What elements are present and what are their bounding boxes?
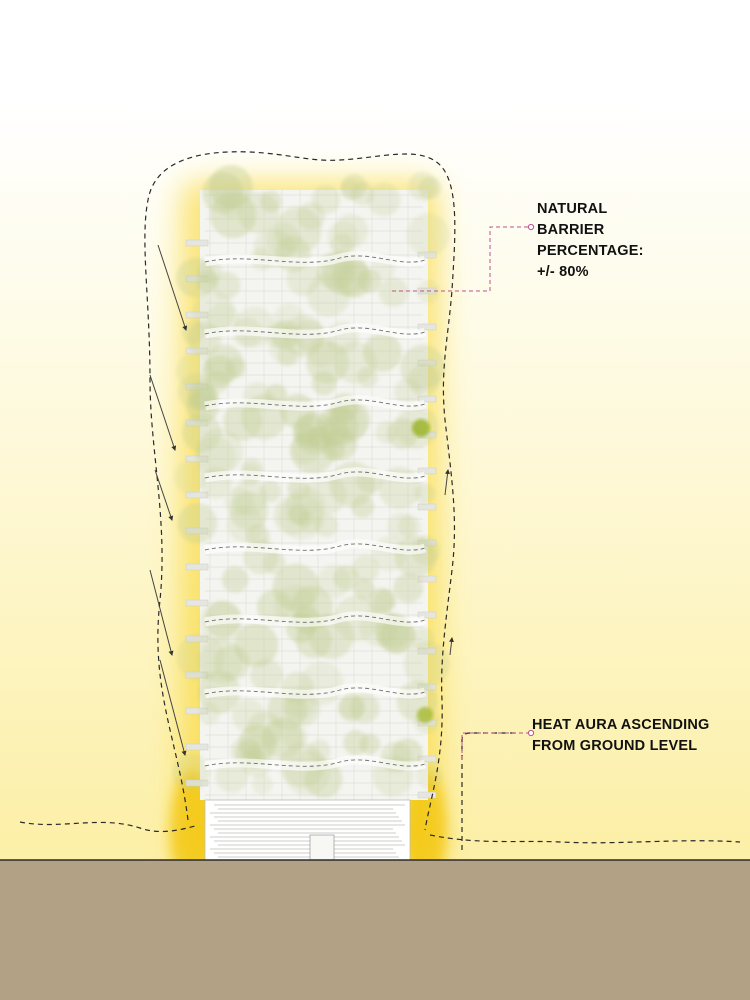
heat-aura-label: HEAT AURA ASCENDING FROM GROUND LEVEL	[532, 715, 710, 757]
airflow-arrow	[444, 469, 451, 496]
airflow-arrow	[154, 469, 174, 521]
airflow-arrow	[449, 637, 455, 656]
airflow-arrow	[149, 569, 174, 656]
leader-dot-barrier	[527, 223, 535, 231]
building-elevation-illustration	[172, 165, 450, 861]
airflow-arrow	[159, 659, 187, 756]
barrier-line-2: BARRIER	[537, 222, 605, 238]
barrier-percentage-label: NATURAL BARRIER PERCENTAGE: +/- 80%	[537, 199, 644, 283]
leader-line-heat	[461, 732, 530, 760]
leader-lines	[392, 226, 530, 760]
leader-dot-heat	[527, 729, 535, 737]
airflow-ground-left	[19, 821, 196, 833]
airflow-arrow	[149, 374, 177, 451]
airflow-envelope	[144, 151, 456, 831]
barrier-line-4: +/- 80%	[537, 264, 589, 280]
ground	[0, 860, 750, 1000]
airflow-ground-right	[429, 834, 741, 844]
airflow-arrows	[149, 244, 455, 756]
barrier-line-1: NATURAL	[537, 201, 608, 217]
barrier-line-3: PERCENTAGE:	[537, 243, 644, 259]
airflow-arrow	[157, 244, 188, 331]
airflow-lines	[19, 151, 741, 850]
leader-line-barrier	[392, 226, 530, 292]
heat-line-2: FROM GROUND LEVEL	[532, 738, 698, 754]
heat-line-1: HEAT AURA ASCENDING	[532, 717, 710, 733]
airflow-rising-right	[461, 732, 515, 850]
